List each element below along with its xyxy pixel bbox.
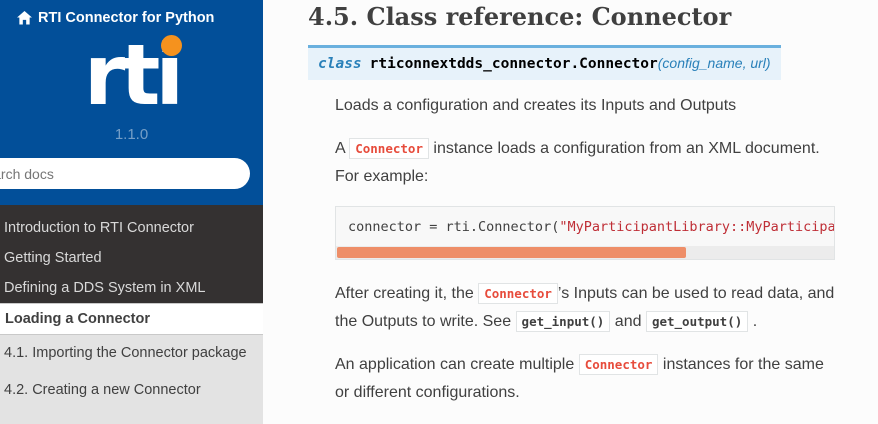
sidebar-item-defining-dds-system[interactable]: Defining a DDS System in XML [4, 280, 206, 296]
project-title: RTI Connector for Python [38, 10, 215, 26]
inline-code-get-output-link[interactable]: get_output() [645, 311, 749, 332]
main-content: 4.5. Class reference: Connector class rti… [263, 0, 878, 424]
sidebar: RTI Connector for Python rti 1.1.0 Intro… [0, 0, 263, 424]
page-title: 4.5. Class reference: Connector [308, 2, 732, 31]
sidebar-item-importing-package[interactable]: 4.1. Importing the Connector package [4, 345, 247, 361]
code-text: connector = rti.Connector( [348, 219, 560, 235]
home-icon [17, 11, 32, 25]
text: . [748, 313, 758, 330]
text: instances for the same or different conf… [335, 356, 824, 401]
version-label: 1.1.0 [114, 126, 149, 143]
inline-code-connector: Connector [578, 354, 659, 375]
code-block: connector = rti.Connector("MyParticipant… [335, 206, 835, 260]
rti-logo[interactable]: rti [0, 32, 263, 118]
paragraph-summary: Loads a configuration and creates its In… [335, 92, 837, 120]
inline-code-connector: Connector [349, 138, 429, 159]
sidebar-item-loading-connector-current[interactable]: Loading a Connector [0, 303, 263, 335]
sidebar-subsection: 4.1. Importing the Connector package 4.2… [0, 335, 263, 424]
class-keyword: class [318, 56, 362, 72]
sidebar-item-creating-connector[interactable]: 4.2. Creating a new Connector [4, 382, 201, 398]
text: and [610, 313, 646, 330]
class-params: (config_name, url) [657, 55, 771, 71]
sidebar-item-getting-started[interactable]: Getting Started [4, 250, 102, 266]
rti-logo-orange-dot [160, 35, 182, 56]
inline-code-connector: Connector [478, 283, 558, 304]
scrollbar-thumb[interactable] [337, 247, 686, 258]
text: After creating it, the [335, 285, 479, 302]
code-string: "MyParticipantLibrary::MyParticipant" [559, 219, 834, 235]
class-description: Loads a configuration and creates its In… [335, 92, 837, 424]
search-input[interactable] [0, 158, 250, 189]
text: A [335, 140, 350, 157]
text: instance loads a configuration from an X… [335, 140, 820, 185]
text: ’s Inputs can be used to read data, and … [335, 285, 835, 330]
paragraph-after-creating: After creating it, the Connector’s Input… [335, 280, 837, 336]
sidebar-item-introduction[interactable]: Introduction to RTI Connector [4, 220, 194, 236]
text: An application can create multiple [335, 356, 579, 373]
paragraph-loads-config: A Connector instance loads a configurati… [335, 135, 837, 191]
sidebar-header: RTI Connector for Python rti 1.1.0 [0, 0, 263, 205]
text: Loads a configuration and creates its In… [335, 97, 737, 114]
class-name: rticonnextdds_connector.Connector [369, 56, 658, 72]
code-horizontal-scrollbar[interactable] [336, 246, 834, 259]
paragraph-multiple-instances: An application can create multiple Conne… [335, 351, 837, 407]
inline-code-get-input-link[interactable]: get_input() [515, 311, 611, 332]
project-home-link[interactable]: RTI Connector for Python [0, 10, 263, 26]
sidebar-nav: Introduction to RTI Connector Getting St… [0, 205, 263, 424]
code-line: connector = rti.Connector("MyParticipant… [336, 207, 834, 246]
class-signature: class rticonnextdds_connector.Connector(c… [308, 45, 781, 80]
